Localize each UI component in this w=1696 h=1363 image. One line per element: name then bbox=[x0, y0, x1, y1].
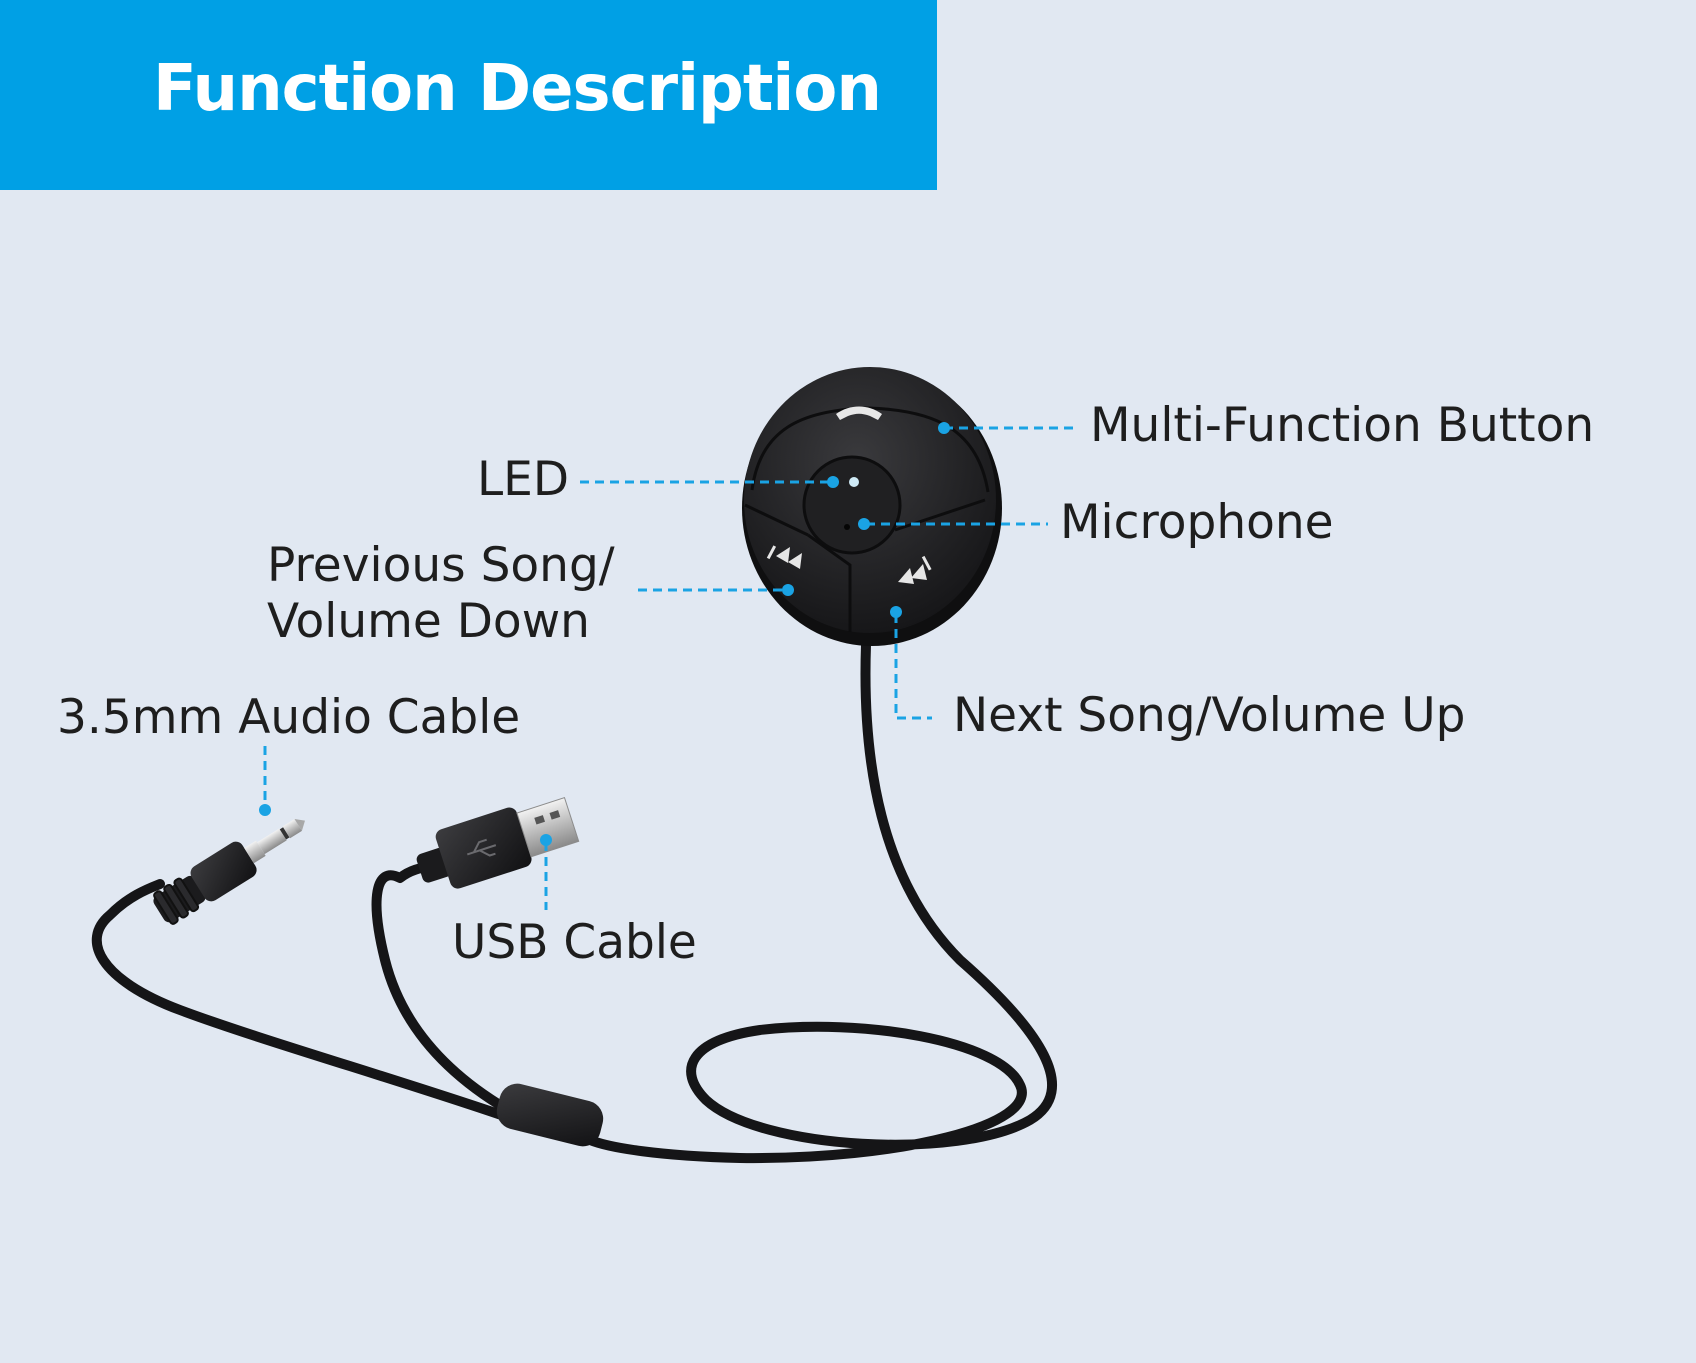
header-banner: Function Description bbox=[0, 0, 937, 190]
next-icon bbox=[898, 555, 932, 584]
previous-icon bbox=[766, 545, 802, 569]
callout-dots bbox=[259, 422, 950, 846]
usb-plug bbox=[416, 796, 580, 889]
phone-icon bbox=[836, 406, 882, 420]
microphone-hole bbox=[844, 524, 850, 530]
label-microphone: Microphone bbox=[1060, 495, 1334, 550]
callout-leaders bbox=[263, 426, 1078, 910]
cable-splitter bbox=[496, 1083, 604, 1147]
label-volume-down: Volume Down bbox=[267, 594, 590, 649]
page-title: Function Description bbox=[153, 52, 882, 126]
audio-jack bbox=[153, 818, 305, 925]
led-indicator bbox=[849, 477, 859, 487]
label-previous-song: Previous Song/ bbox=[267, 538, 615, 593]
usb-logo-icon bbox=[466, 838, 497, 857]
label-audio-cable: 3.5mm Audio Cable bbox=[57, 690, 521, 745]
bluetooth-receiver bbox=[742, 367, 1002, 646]
label-led: LED bbox=[477, 452, 570, 507]
label-next-song-volume-up: Next Song/Volume Up bbox=[953, 688, 1466, 743]
label-usb-cable: USB Cable bbox=[452, 915, 697, 970]
label-multi-function-button: Multi-Function Button bbox=[1090, 398, 1595, 453]
cable bbox=[91, 640, 1058, 1164]
